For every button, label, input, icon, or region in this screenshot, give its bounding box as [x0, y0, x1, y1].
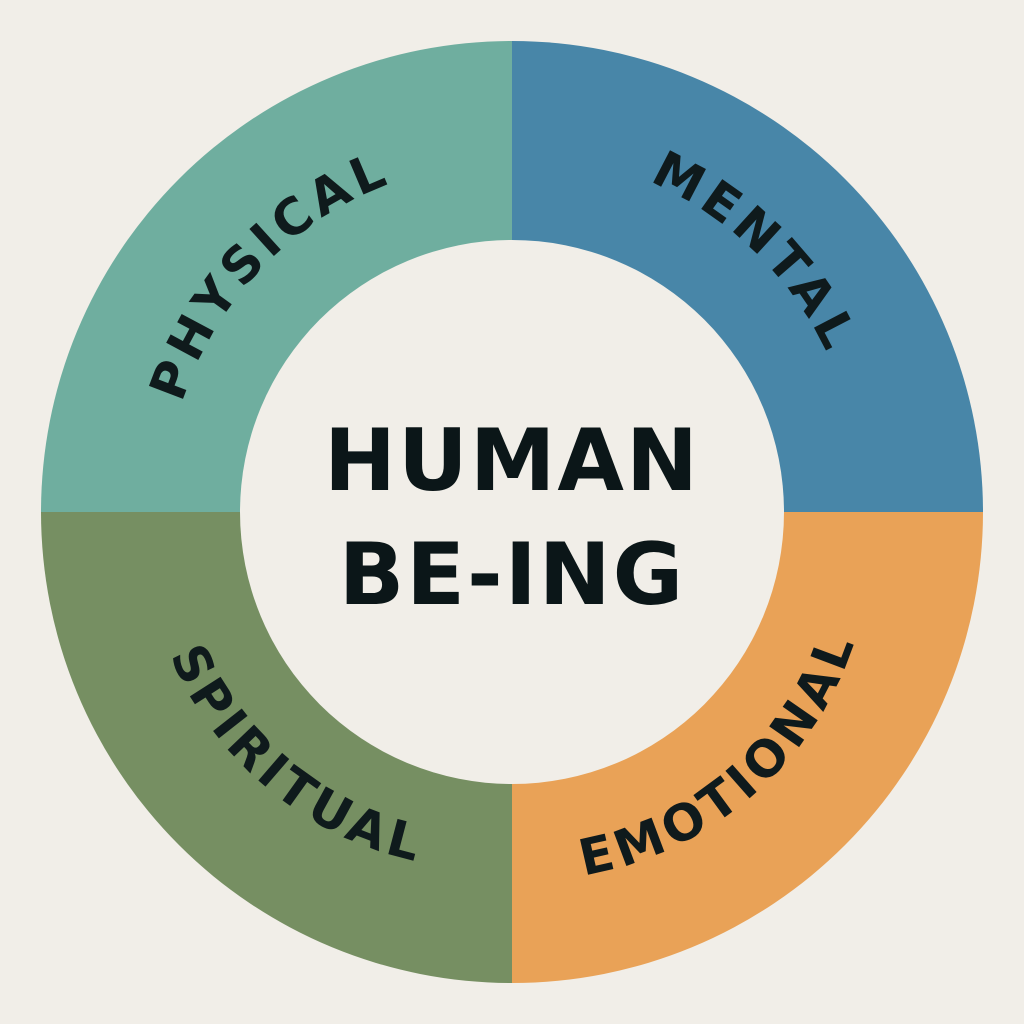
center-title-line2: BE-ING [339, 525, 686, 625]
center-circle [240, 240, 784, 784]
center-title-line1: HUMAN [324, 411, 700, 511]
